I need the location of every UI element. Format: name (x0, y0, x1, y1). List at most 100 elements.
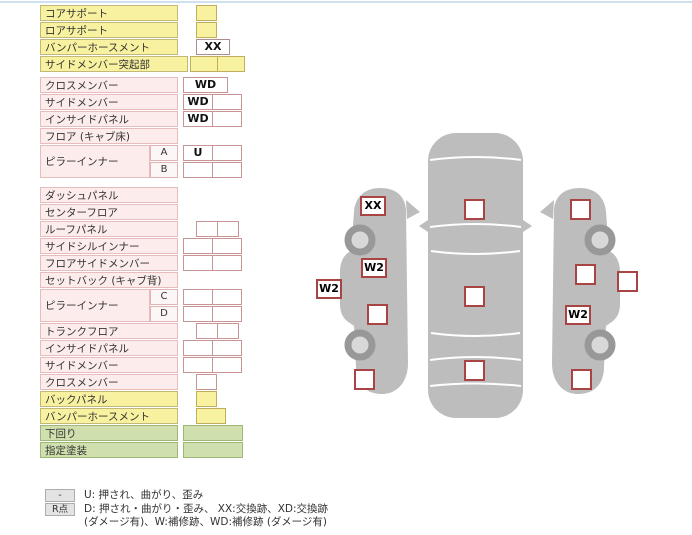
part-label: ピラーインナー (40, 145, 150, 178)
car-panel-line (429, 382, 522, 387)
legend-text-rpoint-cont: (ダメージ有)、W:補修跡、WD:補修跡 (ダメージ有) (84, 516, 327, 528)
part-label: クロスメンバー (40, 77, 178, 93)
status-cell[interactable] (183, 162, 213, 178)
wheel-icon (584, 224, 616, 256)
status-cell[interactable] (217, 56, 245, 72)
status-cell[interactable] (217, 221, 239, 237)
legend-line-rpoint: R点 D: 押され・曲がり・歪み、 XX:交換跡、XD:交換跡 (45, 503, 328, 516)
status-cell[interactable] (183, 357, 213, 373)
part-sublabel: D (150, 306, 178, 322)
status-cell[interactable] (196, 22, 217, 38)
status-cell[interactable] (212, 238, 242, 254)
left-car-mirror-icon (406, 200, 420, 219)
part-label: 下回り (40, 425, 178, 441)
part-label: クロスメンバー (40, 374, 178, 390)
status-cell[interactable] (196, 408, 226, 424)
status-cell[interactable] (196, 5, 217, 21)
part-sublabel: A (150, 145, 178, 161)
damage-marker[interactable]: W2 (565, 305, 591, 325)
legend-line-minor: -U: 押され、曲がり、歪み (45, 489, 203, 502)
legend-text-rpoint: D: 押され・曲がり・歪み、 XX:交換跡、XD:交換跡 (84, 503, 329, 515)
legend-badge-minor: - (45, 489, 75, 502)
status-cell[interactable] (196, 391, 217, 407)
part-label: バンパーホースメント (40, 408, 178, 424)
status-cell[interactable]: WD (183, 111, 213, 127)
status-cell[interactable] (183, 238, 213, 254)
part-label: トランクフロア (40, 323, 178, 339)
part-label: バックパネル (40, 391, 178, 407)
damage-marker[interactable] (571, 369, 592, 390)
status-cell[interactable] (196, 323, 218, 339)
damage-marker[interactable] (464, 286, 485, 307)
part-label: インサイドパネル (40, 111, 178, 127)
status-cell[interactable] (212, 357, 242, 373)
part-label: サイドメンバー (40, 94, 178, 110)
status-cell[interactable] (212, 306, 242, 322)
status-cell[interactable] (183, 425, 243, 441)
status-cell[interactable]: U (183, 145, 213, 161)
part-label: ピラーインナー (40, 289, 150, 322)
damage-marker[interactable] (354, 369, 375, 390)
part-label: インサイドパネル (40, 340, 178, 356)
part-label: バンパーホースメント (40, 39, 178, 55)
status-cell[interactable] (190, 56, 218, 72)
part-label: フロアサイドメンバー (40, 255, 178, 271)
status-cell[interactable] (212, 255, 242, 271)
status-cell[interactable] (217, 323, 239, 339)
car-panel-line (430, 332, 521, 337)
status-cell[interactable] (212, 145, 242, 161)
damage-marker[interactable]: XX (360, 196, 386, 216)
status-cell[interactable]: XX (196, 39, 230, 55)
part-sublabel: B (150, 162, 178, 178)
right-car-mirror-icon (540, 200, 554, 219)
status-cell[interactable] (212, 340, 242, 356)
status-cell[interactable] (196, 374, 217, 390)
damage-marker[interactable]: W2 (316, 279, 342, 299)
status-cell[interactable] (212, 162, 242, 178)
status-cell[interactable] (183, 306, 213, 322)
status-cell[interactable] (196, 221, 218, 237)
status-cell[interactable]: WD (183, 94, 213, 110)
damage-marker[interactable] (464, 360, 485, 381)
status-cell[interactable] (183, 255, 213, 271)
left-mirror-icon (419, 220, 428, 232)
part-label: セットバック (キャブ背) (40, 272, 178, 288)
car-panel-line (430, 250, 521, 255)
status-cell[interactable] (212, 94, 242, 110)
damage-marker[interactable] (617, 271, 638, 292)
status-cell[interactable] (212, 289, 242, 305)
status-cell[interactable]: WD (183, 77, 228, 93)
part-label: サイドシルインナー (40, 238, 178, 254)
car-outline-svg (340, 133, 620, 418)
part-label: 指定塗装 (40, 442, 178, 458)
part-label: ロアサポート (40, 22, 178, 38)
top-divider (0, 1, 692, 3)
car-panel-line (429, 223, 522, 228)
damage-marker[interactable] (575, 264, 596, 285)
legend-text-minor: U: 押され、曲がり、歪み (84, 489, 204, 501)
status-cell[interactable] (212, 111, 242, 127)
car-panel-line (429, 356, 522, 361)
legend-badge-rpoint: R点 (45, 503, 75, 516)
part-sublabel: C (150, 289, 178, 305)
wheel-icon (584, 329, 616, 361)
legend: -U: 押され、曲がり、歪み R点 D: 押され・曲がり・歪み、 XX:交換跡、X… (45, 489, 405, 533)
part-label: ルーフパネル (40, 221, 178, 237)
status-cell[interactable] (183, 442, 243, 458)
damage-marker[interactable] (570, 199, 591, 220)
part-label: ダッシュパネル (40, 187, 178, 203)
damage-marker[interactable]: W2 (361, 258, 387, 278)
car-left-side-view (340, 188, 408, 394)
wheel-icon (344, 224, 376, 256)
part-label: サイドメンバー突起部 (40, 56, 188, 72)
damage-marker[interactable] (464, 199, 485, 220)
damage-marker[interactable] (367, 304, 388, 325)
part-label: サイドメンバー (40, 357, 178, 373)
wheel-icon (344, 329, 376, 361)
status-cell[interactable] (183, 340, 213, 356)
right-mirror-icon (523, 220, 532, 232)
status-cell[interactable] (183, 289, 213, 305)
